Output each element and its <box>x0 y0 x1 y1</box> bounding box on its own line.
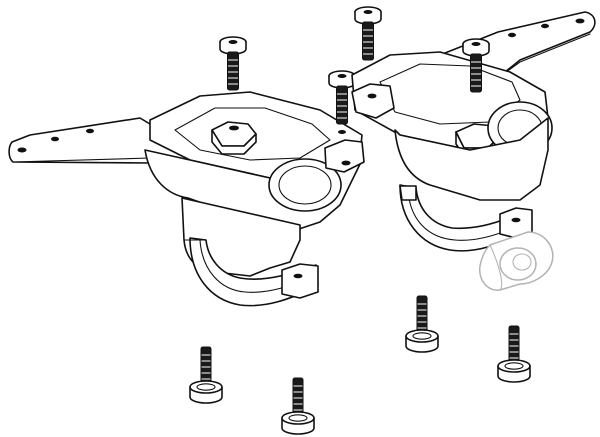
bolt-icon <box>405 295 439 353</box>
bolt-icon <box>281 377 315 435</box>
bolt-icon <box>354 6 382 61</box>
spacer-ring-icon <box>479 231 554 291</box>
bolt-icon <box>497 325 531 383</box>
right-clamp-mount-icon <box>351 6 596 252</box>
bolt-icon <box>189 346 223 404</box>
bolt-icon <box>219 36 247 91</box>
left-clamp-mount-icon <box>8 36 365 307</box>
bolt-icon <box>328 70 356 125</box>
